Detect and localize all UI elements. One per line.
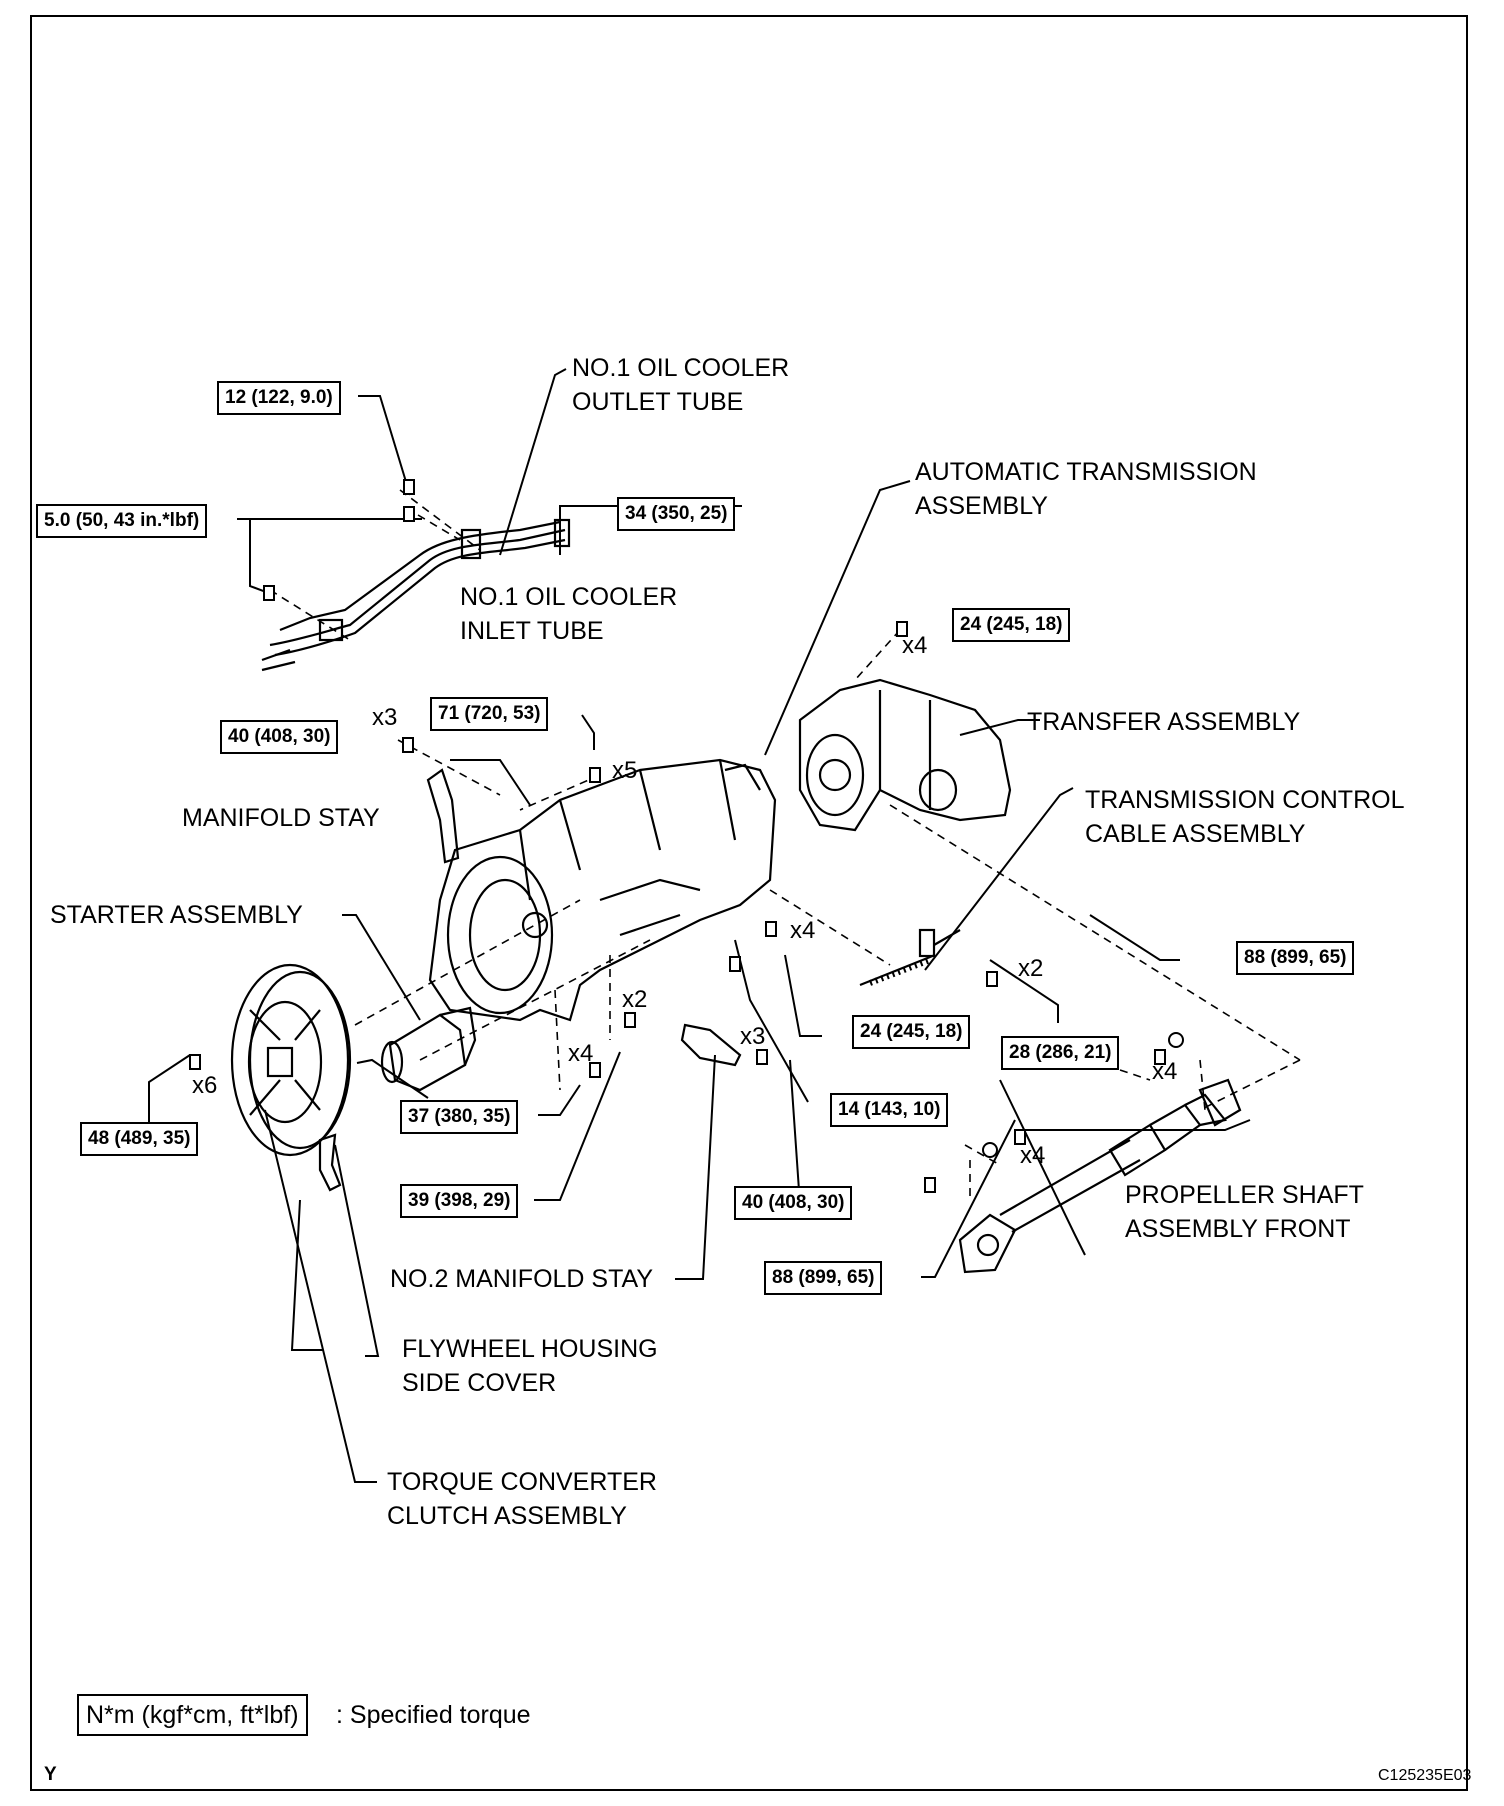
stay-drawings (318, 768, 742, 1192)
starter-drawing (380, 1006, 477, 1092)
label-propeller-shaft-front: PROPELLER SHAFT ASSEMBLY FRONT (1125, 1181, 1364, 1243)
label-manifold-stay: MANIFOLD STAY (182, 804, 380, 832)
torque-spec-48: 48 (489, 35) (80, 1122, 199, 1156)
torque-spec-24-transfer: 24 (245, 18) (952, 608, 1071, 642)
qty-x4-prop-mid: x4 (1020, 1142, 1046, 1169)
torque-spec-14: 14 (143, 10) (830, 1093, 949, 1127)
torque-spec-88-top: 88 (899, 65) (1236, 941, 1355, 975)
label-automatic-transmission-assembly: AUTOMATIC TRANSMISSION ASSEMBLY (915, 458, 1257, 520)
label-torque-converter-clutch: TORQUE CONVERTER CLUTCH ASSEMBLY (387, 1468, 657, 1530)
torque-spec-71: 71 (720, 53) (430, 697, 549, 731)
label-starter-assembly: STARTER ASSEMBLY (50, 901, 303, 929)
torque-spec-24-cable: 24 (245, 18) (852, 1015, 971, 1049)
label-no2-manifold-stay: NO.2 MANIFOLD STAY (390, 1265, 654, 1293)
label-transfer-assembly: TRANSFER ASSEMBLY (1027, 708, 1301, 736)
torque-converter-drawing (230, 963, 352, 1157)
transfer-case-drawing (798, 678, 1012, 832)
bolts (189, 479, 1184, 1193)
torque-spec-12: 12 (122, 9.0) (217, 381, 341, 415)
qty-x4-cable: x4 (790, 917, 816, 944)
transmission-drawing (428, 758, 777, 1022)
qty-x6: x6 (192, 1072, 218, 1099)
diagram-frame (30, 15, 1468, 1791)
alignment-lines (269, 489, 1301, 1200)
qty-x4-prop-top: x4 (1152, 1058, 1178, 1085)
torque-spec-40-stay: 40 (408, 30) (220, 720, 339, 754)
oil-cooler-tubes (261, 518, 571, 672)
legend-torque-unit-box: N*m (kgf*cm, ft*lbf) (77, 1694, 308, 1736)
figure-code: C125235E03 (1378, 1767, 1472, 1784)
qty-x2-cable: x2 (1018, 955, 1044, 982)
label-oil-cooler-inlet-tube: NO.1 OIL COOLER INLET TUBE (460, 583, 678, 645)
label-transmission-control-cable: TRANSMISSION CONTROL CABLE ASSEMBLY (1085, 786, 1405, 848)
torque-spec-40-no2: 40 (408, 30) (734, 1186, 853, 1220)
torque-spec-34: 34 (350, 25) (617, 497, 736, 531)
torque-spec-39: 39 (398, 29) (400, 1184, 519, 1218)
torque-spec-28: 28 (286, 21) (1001, 1036, 1120, 1070)
qty-x3-stay: x3 (372, 704, 398, 731)
control-cable-drawing (859, 928, 961, 987)
legend-description: : Specified torque (336, 1701, 531, 1729)
label-flywheel-housing-side-cover: FLYWHEEL HOUSING SIDE COVER (402, 1335, 658, 1397)
qty-x4-transfer: x4 (902, 632, 928, 659)
qty-x2-starter: x2 (622, 986, 648, 1013)
qty-x5: x5 (612, 757, 638, 784)
torque-spec-88-bottom: 88 (899, 65) (764, 1261, 883, 1295)
qty-x3-no2: x3 (740, 1023, 766, 1050)
corner-mark: Y (44, 1764, 57, 1785)
torque-spec-37: 37 (380, 35) (400, 1100, 519, 1134)
torque-spec-5: 5.0 (50, 43 in.*lbf) (36, 504, 208, 538)
qty-x4-starter: x4 (568, 1040, 594, 1067)
label-oil-cooler-outlet-tube: NO.1 OIL COOLER OUTLET TUBE (572, 354, 790, 416)
propeller-shaft-drawing (958, 1078, 1242, 1274)
